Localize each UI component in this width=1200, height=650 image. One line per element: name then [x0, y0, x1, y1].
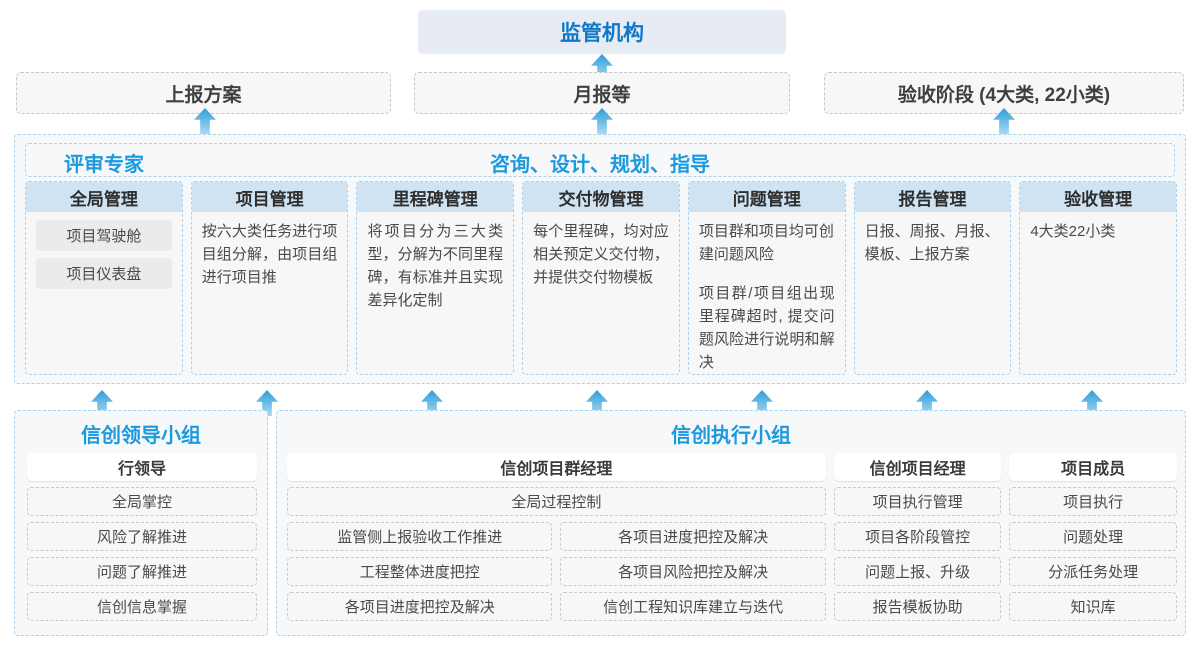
column-paragraph: 按六大类任务进行项目组分解，由项目组进行项目推	[201, 223, 338, 286]
project-manager-block: 信创项目经理 项目执行管理 项目各阶段管控 问题上报、升级 报告模板协助	[833, 453, 1002, 621]
project-member-item[interactable]: 分派任务处理	[1009, 557, 1177, 586]
program-manager-header: 信创项目群经理	[287, 453, 826, 481]
capability-column-report[interactable]: 报告管理 日报、周报、月报、模板、上报方案	[853, 181, 1012, 375]
program-manager-item[interactable]: 各项目进度把控及解决	[287, 592, 553, 621]
column-paragraph: 4大类22小类	[1030, 223, 1116, 240]
column-header: 里程碑管理	[357, 182, 514, 212]
capability-pill[interactable]: 项目驾驶舱	[36, 220, 172, 251]
program-manager-item[interactable]: 各项目风险把控及解决	[560, 557, 826, 586]
column-header: 全局管理	[26, 182, 182, 212]
consultancy-banner: 评审专家 咨询、设计、规划、指导	[25, 143, 1175, 177]
column-paragraph: 每个里程碑，均对应相关预定义交付物，并提供交付物模板	[533, 223, 669, 286]
leadership-group: 信创领导小组 行领导 全局掌控 风险了解推进 问题了解推进 信创信息掌握	[14, 410, 268, 636]
program-manager-block: 信创项目群经理 全局过程控制 监管侧上报验收工作推进 各项目进度把控及解决 工程…	[287, 453, 826, 621]
capability-pill[interactable]: 项目仪表盘	[36, 258, 172, 289]
program-manager-item[interactable]: 各项目进度把控及解决	[560, 522, 826, 551]
project-manager-item[interactable]: 项目各阶段管控	[833, 522, 1002, 551]
capability-column-issue[interactable]: 问题管理 项目群和项目均可创建问题风险 项目群/项目组出现里程碑超时, 提交问题…	[687, 181, 846, 375]
report-row: 上报方案 月报等 验收阶段 (4大类, 22小类)	[0, 72, 1200, 114]
report-box-acceptance: 验收阶段 (4大类, 22小类)	[824, 72, 1184, 114]
leadership-item[interactable]: 信创信息掌握	[27, 592, 257, 621]
program-manager-row: 工程整体进度把控 各项目风险把控及解决	[287, 557, 826, 586]
capability-columns: 全局管理 项目驾驶舱 项目仪表盘 项目管理 按六大类任务进行项目组分解，由项目组…	[25, 181, 1178, 375]
project-member-item[interactable]: 知识库	[1009, 592, 1177, 621]
capability-column-acceptance[interactable]: 验收管理 4大类22小类	[1019, 181, 1178, 375]
execution-group: 信创执行小组 信创项目群经理 全局过程控制 监管侧上报验收工作推进 各项目进度把…	[276, 410, 1186, 636]
program-manager-item[interactable]: 监管侧上报验收工作推进	[287, 522, 553, 551]
report-box-plan: 上报方案	[16, 72, 391, 114]
column-header: 问题管理	[688, 182, 845, 212]
leadership-role-header: 行领导	[27, 453, 257, 481]
leadership-item[interactable]: 全局掌控	[27, 487, 257, 516]
execution-group-title: 信创执行小组	[671, 425, 791, 447]
project-member-item[interactable]: 问题处理	[1009, 522, 1177, 551]
column-header: 交付物管理	[523, 182, 679, 212]
column-body: 项目驾驶舱 项目仪表盘	[26, 212, 182, 374]
report-box-monthly: 月报等	[414, 72, 790, 114]
capability-column-deliverable[interactable]: 交付物管理 每个里程碑，均对应相关预定义交付物，并提供交付物模板	[522, 181, 680, 375]
column-body: 项目群和项目均可创建问题风险 项目群/项目组出现里程碑超时, 提交问题风险进行说…	[689, 212, 845, 374]
column-paragraph: 项目群/项目组出现里程碑超时, 提交问题风险进行说明和解决	[698, 285, 835, 371]
column-body: 每个里程碑，均对应相关预定义交付物，并提供交付物模板	[523, 212, 679, 374]
leadership-group-title: 信创领导小组	[81, 425, 201, 447]
column-paragraph: 项目群和项目均可创建问题风险	[698, 223, 834, 263]
column-header: 项目管理	[191, 182, 348, 212]
capability-column-global[interactable]: 全局管理 项目驾驶舱 项目仪表盘	[25, 181, 183, 375]
column-paragraph: 日报、周报、月报、模板、上报方案	[864, 223, 1000, 263]
program-manager-item[interactable]: 信创工程知识库建立与迭代	[560, 592, 826, 621]
program-manager-item-global[interactable]: 全局过程控制	[287, 487, 826, 516]
project-manager-item[interactable]: 报告模板协助	[833, 592, 1002, 621]
execution-group-body: 信创项目群经理 全局过程控制 监管侧上报验收工作推进 各项目进度把控及解决 工程…	[287, 453, 1177, 621]
program-manager-item[interactable]: 工程整体进度把控	[287, 557, 553, 586]
column-header: 报告管理	[854, 182, 1011, 212]
leadership-group-body: 行领导 全局掌控 风险了解推进 问题了解推进 信创信息掌握	[27, 453, 257, 621]
consultancy-panel: 评审专家 咨询、设计、规划、指导 全局管理 项目驾驶舱 项目仪表盘 项目管理 按…	[14, 134, 1186, 384]
column-body: 按六大类任务进行项目组分解，由项目组进行项目推	[192, 212, 348, 374]
project-manager-item[interactable]: 项目执行管理	[833, 487, 1002, 516]
column-paragraph: 将项目分为三大类型，分解为不同里程碑，有标准并且实现差异化定制	[367, 223, 504, 309]
column-body: 4大类22小类	[1020, 212, 1176, 374]
capability-column-project[interactable]: 项目管理 按六大类任务进行项目组分解，由项目组进行项目推	[190, 181, 349, 375]
program-manager-row: 各项目进度把控及解决 信创工程知识库建立与迭代	[287, 592, 826, 621]
column-body: 日报、周报、月报、模板、上报方案	[855, 212, 1011, 374]
review-expert-label: 评审专家	[64, 154, 144, 176]
regulatory-authority-box: 监管机构	[418, 10, 786, 54]
consultancy-scope-label: 咨询、设计、规划、指导	[490, 154, 710, 176]
project-member-item[interactable]: 项目执行	[1009, 487, 1177, 516]
project-manager-header: 信创项目经理	[833, 453, 1002, 481]
project-member-header: 项目成员	[1009, 453, 1177, 481]
program-manager-row: 监管侧上报验收工作推进 各项目进度把控及解决	[287, 522, 826, 551]
project-member-block: 项目成员 项目执行 问题处理 分派任务处理 知识库	[1009, 453, 1177, 621]
leadership-item[interactable]: 风险了解推进	[27, 522, 257, 551]
column-header: 验收管理	[1020, 182, 1177, 212]
leadership-item[interactable]: 问题了解推进	[27, 557, 257, 586]
project-manager-item[interactable]: 问题上报、升级	[833, 557, 1002, 586]
column-body: 将项目分为三大类型，分解为不同里程碑，有标准并且实现差异化定制	[357, 212, 513, 374]
capability-column-milestone[interactable]: 里程碑管理 将项目分为三大类型，分解为不同里程碑，有标准并且实现差异化定制	[356, 181, 515, 375]
